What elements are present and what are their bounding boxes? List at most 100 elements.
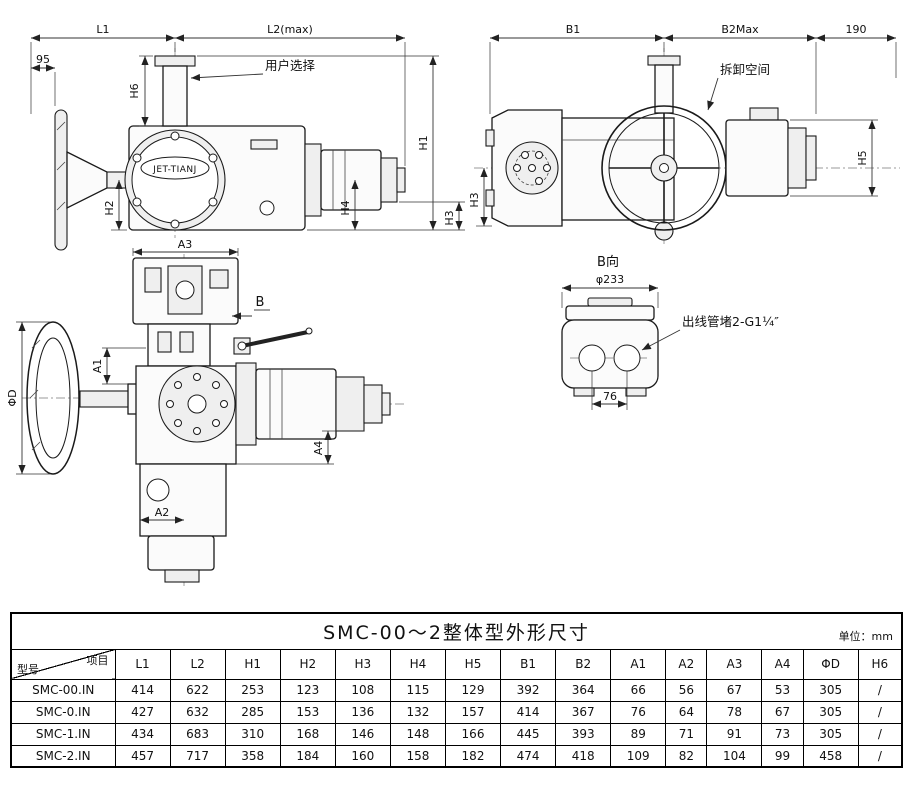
side-body bbox=[485, 55, 681, 241]
dim-label-190: 190 bbox=[846, 23, 867, 36]
value-cell: 445 bbox=[500, 722, 557, 746]
value-cell: 458 bbox=[802, 744, 859, 768]
side-dimensions: B1 B2Max 190 拆卸空间 H5 H3 bbox=[468, 23, 897, 227]
brand-plate-label: JET-TIANJ bbox=[152, 165, 197, 175]
dim-label-a4: A4 bbox=[312, 441, 325, 456]
value-cell: 358 bbox=[224, 744, 281, 768]
front-view-drawing: JET-TIANJ L1 L2(max) 95 H6 bbox=[30, 23, 465, 251]
b-view-title: B向 bbox=[597, 254, 619, 270]
dim-label-95: 95 bbox=[36, 53, 50, 66]
value-cell: 305 bbox=[802, 700, 859, 724]
value-cell: / bbox=[857, 700, 903, 724]
value-cell: 136 bbox=[334, 700, 391, 724]
dim-label-76: 76 bbox=[603, 390, 617, 403]
column-header: H4 bbox=[389, 648, 446, 680]
value-cell: 392 bbox=[500, 678, 557, 702]
value-cell: 148 bbox=[389, 722, 446, 746]
value-cell: 89 bbox=[610, 722, 667, 746]
b-view-part bbox=[561, 297, 659, 397]
column-header: H1 bbox=[224, 648, 281, 680]
value-cell: 622 bbox=[169, 678, 226, 702]
value-cell: / bbox=[857, 744, 903, 768]
dim-label-h6: H6 bbox=[128, 83, 141, 98]
value-cell: 71 bbox=[665, 722, 708, 746]
value-cell: 182 bbox=[444, 744, 502, 768]
value-cell: 129 bbox=[444, 678, 502, 702]
value-cell: 184 bbox=[279, 744, 336, 768]
value-cell: 717 bbox=[169, 744, 226, 768]
column-header: H2 bbox=[279, 648, 336, 680]
column-header: B2 bbox=[555, 648, 612, 680]
value-cell: 104 bbox=[706, 744, 763, 768]
value-cell: 683 bbox=[169, 722, 226, 746]
value-cell: 82 bbox=[665, 744, 708, 768]
value-cell: 253 bbox=[224, 678, 281, 702]
value-cell: 285 bbox=[224, 700, 281, 724]
corner-model-label: 型号 bbox=[17, 662, 39, 676]
value-cell: 160 bbox=[334, 744, 391, 768]
dim-label-a2: A2 bbox=[155, 506, 170, 519]
value-cell: 427 bbox=[114, 700, 171, 724]
gearbox-body bbox=[124, 55, 306, 231]
value-cell: 64 bbox=[665, 700, 708, 724]
value-cell: 310 bbox=[224, 722, 281, 746]
value-cell: 108 bbox=[334, 678, 391, 702]
handwheel-side bbox=[54, 109, 130, 251]
removal-space-note: 拆卸空间 bbox=[720, 62, 770, 77]
value-cell: 67 bbox=[761, 700, 804, 724]
actuator-top-body bbox=[132, 257, 313, 583]
dim-label-h4: H4 bbox=[339, 200, 352, 215]
value-cell: 76 bbox=[610, 700, 667, 724]
value-cell: 56 bbox=[665, 678, 708, 702]
table-unit-label: 单位：mm bbox=[838, 629, 893, 643]
model-cell: SMC-2.IN bbox=[10, 744, 116, 768]
dim-label-h1: H1 bbox=[417, 135, 430, 150]
value-cell: / bbox=[857, 722, 903, 746]
dim-label-l2: L2(max) bbox=[267, 23, 313, 36]
dim-label-h5: H5 bbox=[856, 150, 869, 165]
value-cell: 123 bbox=[279, 678, 336, 702]
column-header: H6 bbox=[857, 648, 903, 680]
value-cell: 393 bbox=[555, 722, 612, 746]
value-cell: 158 bbox=[389, 744, 446, 768]
model-cell: SMC-0.IN bbox=[10, 700, 116, 724]
top-view-drawing: A3 B A1 ΦD A4 A2 bbox=[6, 238, 404, 586]
dim-label-phid: ΦD bbox=[6, 389, 19, 406]
value-cell: 305 bbox=[802, 722, 859, 746]
dim-label-l1: L1 bbox=[96, 23, 109, 36]
value-cell: 632 bbox=[169, 700, 226, 724]
motor-top bbox=[235, 362, 391, 446]
motor-side bbox=[725, 107, 817, 197]
value-cell: 434 bbox=[114, 722, 171, 746]
user-choice-note: 用户选择 bbox=[265, 58, 316, 73]
value-cell: 418 bbox=[555, 744, 612, 768]
column-header: L2 bbox=[169, 648, 226, 680]
dim-label-a3: A3 bbox=[178, 238, 193, 251]
value-cell: 67 bbox=[706, 678, 763, 702]
handwheel-face bbox=[601, 105, 727, 231]
dim-label-a1: A1 bbox=[91, 359, 104, 374]
value-cell: 109 bbox=[610, 744, 667, 768]
value-cell: 153 bbox=[279, 700, 336, 724]
column-header: A4 bbox=[761, 648, 804, 680]
value-cell: 166 bbox=[444, 722, 502, 746]
corner-item-label: 项目 bbox=[86, 653, 109, 667]
value-cell: 99 bbox=[761, 744, 804, 768]
dim-label-b1: B1 bbox=[566, 23, 581, 36]
column-header: A3 bbox=[706, 648, 763, 680]
value-cell: 364 bbox=[555, 678, 612, 702]
dim-label-b2max: B2Max bbox=[721, 23, 759, 36]
value-cell: 115 bbox=[389, 678, 446, 702]
column-header: H5 bbox=[444, 648, 502, 680]
dim-label-diameter: φ233 bbox=[596, 273, 624, 286]
value-cell: 474 bbox=[500, 744, 557, 768]
column-header: H3 bbox=[334, 648, 391, 680]
